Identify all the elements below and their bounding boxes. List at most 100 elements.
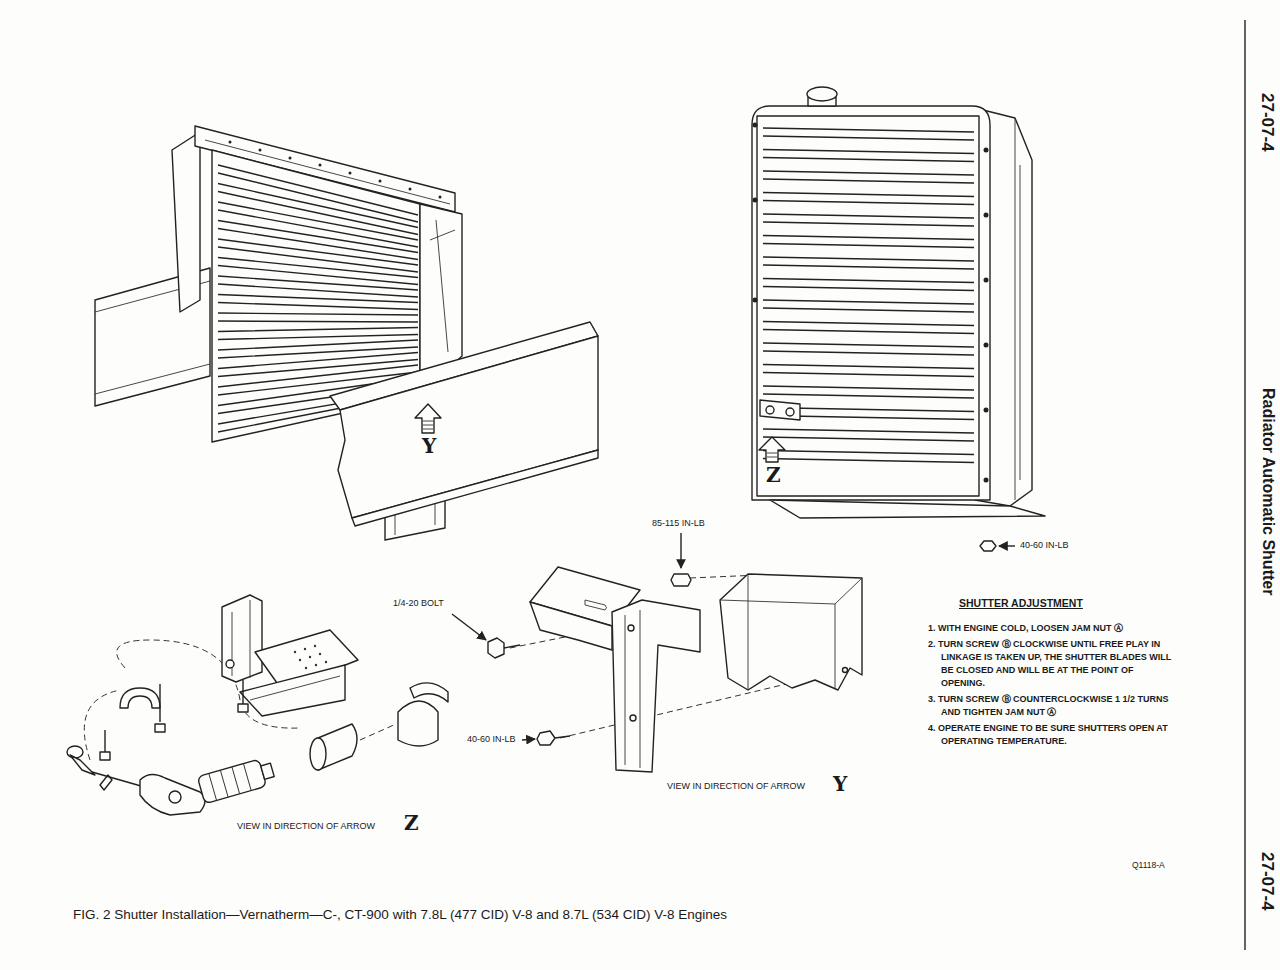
- vernatherm-assembly: [304, 648, 306, 650]
- vernatherm-assembly: [84, 690, 120, 760]
- vernatherm-assembly: [250, 676, 340, 700]
- mounting-brackets: [630, 715, 636, 721]
- mounting-brackets: [555, 736, 570, 738]
- radiator: [984, 408, 989, 413]
- vernatherm-assembly: [100, 752, 110, 760]
- procedure-step: 4. OPERATE ENGINE TO BE SURE SHUTTERS OP…: [928, 722, 1174, 748]
- mounting-brackets: [625, 610, 640, 768]
- mounting-brackets: [628, 625, 634, 631]
- direction-arrow: [415, 404, 441, 433]
- radiator: [753, 198, 758, 203]
- vernatherm-assembly: [120, 688, 160, 708]
- vernatherm-assembly: [140, 774, 205, 815]
- radiator: [752, 87, 1045, 551]
- mounting-brackets: [530, 602, 612, 650]
- radiator: [753, 123, 989, 483]
- direction-arrow: [767, 453, 777, 457]
- radiator: [766, 406, 774, 414]
- shutter-assembly: [172, 132, 200, 312]
- section-heading: SHUTTER ADJUSTMENT: [958, 597, 1084, 609]
- procedure-step: 1. WITH ENGINE COLD, LOOSEN JAM NUT Ⓐ: [928, 622, 1174, 635]
- mounting-brackets: [488, 567, 862, 772]
- radiator: [984, 478, 989, 483]
- vernatherm-assembly: [222, 595, 262, 682]
- vernatherm-assembly: [410, 683, 448, 702]
- shutter-assembly: [289, 157, 292, 160]
- vernatherm-assembly: [315, 664, 317, 666]
- radiator: [786, 408, 794, 416]
- shutter-assembly: [259, 149, 262, 152]
- mounting-brackets: [612, 600, 700, 772]
- vernatherm-assembly: [197, 756, 276, 803]
- procedure-step: 3. TURN SCREW Ⓑ COUNTERCLOCKWISE 1 1/2 T…: [928, 693, 1174, 719]
- vernatherm-assembly: [197, 759, 266, 804]
- page-rule: [1245, 20, 1246, 950]
- shutter-assembly: [379, 180, 382, 183]
- radiator: [763, 128, 974, 463]
- radiator: [770, 500, 1045, 518]
- mounting-brackets: [504, 645, 520, 648]
- page-rule: [1244, 20, 1245, 950]
- radiator: [760, 400, 800, 420]
- vernatherm-assembly: [309, 656, 311, 658]
- radiator: [984, 343, 989, 348]
- vernatherm-assembly: [238, 704, 248, 712]
- radiator: [807, 87, 837, 101]
- vernatherm-assembly: [360, 724, 396, 740]
- arrow-letter: Y: [421, 435, 437, 458]
- vernatherm-assembly: [67, 746, 83, 758]
- vernatherm-assembly: [319, 653, 321, 655]
- radiator: [752, 106, 990, 500]
- mounting-brackets: [843, 668, 848, 673]
- vernatherm-assembly: [314, 645, 316, 647]
- leader-line: [452, 533, 681, 740]
- vernatherm-assembly: [299, 659, 301, 661]
- view-label: VIEW IN DIRECTION OF ARROW: [666, 781, 806, 791]
- leader-line: [522, 739, 535, 740]
- page-number: 27-07-4: [1257, 851, 1277, 912]
- leader-line: [452, 614, 486, 640]
- vernatherm-assembly: [104, 730, 105, 752]
- shutter-assembly: [439, 196, 442, 199]
- view-label: VIEW IN DIRECTION OF ARROW: [236, 821, 376, 831]
- vernatherm-assembly: [159, 684, 160, 722]
- shutter-assembly: [349, 172, 352, 175]
- mounting-brackets: [720, 574, 862, 690]
- radiator: [984, 278, 989, 283]
- figure-caption: FIG. 2 Shutter Installation—Vernatherm—C…: [73, 907, 727, 923]
- mounting-brackets: [671, 574, 691, 586]
- radiator: [984, 213, 989, 218]
- vernatherm-assembly: [155, 724, 165, 732]
- vernatherm-assembly: [240, 665, 345, 716]
- arrow-letter: Z: [765, 464, 782, 487]
- radiator: [984, 148, 989, 153]
- vernatherm-assembly: [398, 701, 438, 746]
- vernatherm-assembly: [169, 791, 181, 803]
- vernatherm-assembly: [325, 661, 327, 663]
- direction-arrow: [759, 437, 785, 462]
- vernatherm-assembly: [67, 595, 448, 815]
- vernatherm-assembly: [226, 660, 234, 668]
- direction-arrow: [759, 437, 785, 462]
- mounting-brackets: [585, 600, 607, 610]
- direction-arrow: [415, 404, 441, 433]
- figure-code: Q1118-A: [1131, 861, 1166, 871]
- radiator: [753, 123, 758, 128]
- fastener-size: 1/4-20 BOLT: [392, 598, 445, 608]
- shutter-assembly: [229, 141, 232, 144]
- leader-line: [999, 545, 1015, 546]
- leader-line: [680, 533, 681, 568]
- vernatherm-assembly: [305, 667, 307, 669]
- vernatherm-assembly: [70, 755, 95, 775]
- vernatherm-assembly: [294, 651, 296, 653]
- vernatherm-assembly: [261, 763, 274, 779]
- vernatherm-assembly: [310, 738, 326, 770]
- shutter-assembly: [430, 220, 455, 352]
- arrow-letter: Z: [403, 812, 420, 835]
- vernatherm-assembly: [232, 600, 250, 678]
- page-number: 27-07-4: [1257, 92, 1277, 153]
- mounting-brackets: [537, 731, 555, 745]
- vernatherm-assembly: [209, 764, 251, 801]
